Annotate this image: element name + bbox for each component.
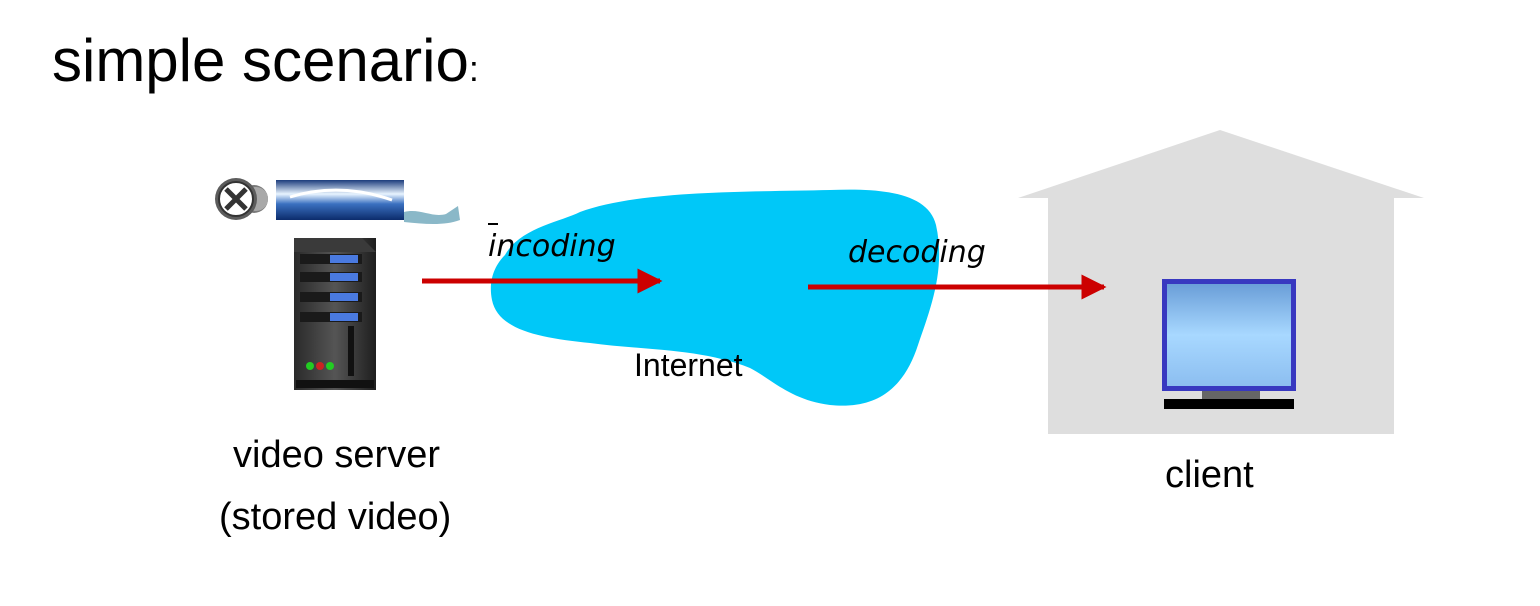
cloud-icon bbox=[490, 189, 940, 406]
server-icon bbox=[294, 238, 376, 390]
slide-title-text: simple scenario bbox=[52, 27, 469, 94]
annotation-decoding: decoding bbox=[848, 235, 986, 270]
slide-title-colon: : bbox=[468, 48, 479, 89]
internet-label: Internet bbox=[634, 347, 743, 383]
server-sublabel: (stored video) bbox=[219, 496, 452, 538]
slide-title: simple scenario: bbox=[52, 26, 479, 95]
monitor-icon bbox=[1162, 279, 1296, 409]
client-label: client bbox=[1165, 454, 1254, 496]
annotation-incoding: incoding bbox=[488, 229, 616, 264]
film-reel-icon bbox=[215, 178, 460, 224]
server-label: video server bbox=[233, 434, 440, 476]
